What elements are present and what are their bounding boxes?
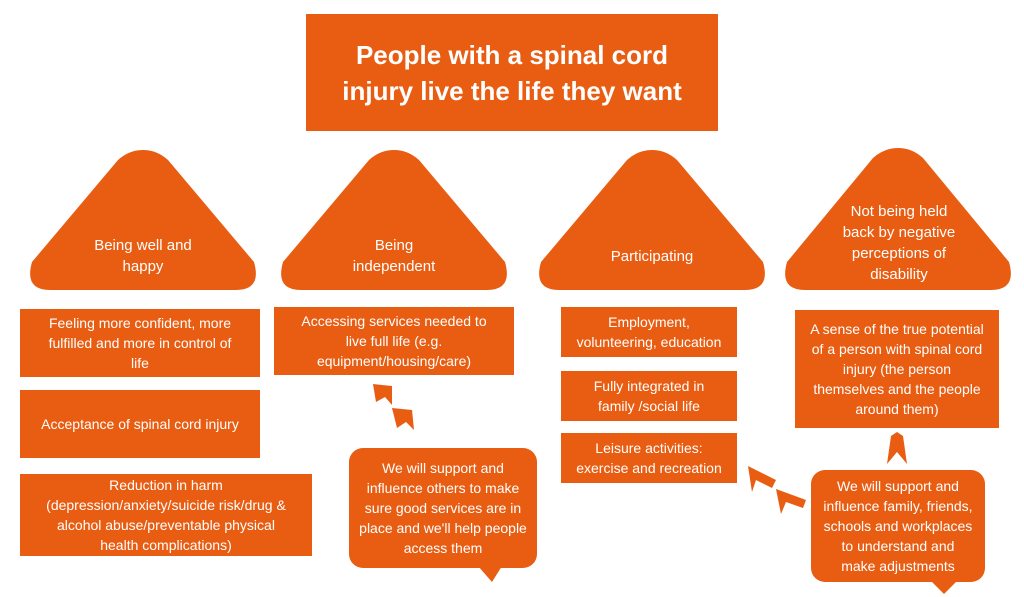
chevron-arrow-1 (373, 384, 392, 405)
outcome-box: Reduction in harm (depression/anxiety/su… (20, 474, 312, 556)
page-title: People with a spinal cord injury live th… (306, 14, 718, 131)
support-bubble-awareness: We will support and influence family, fr… (811, 470, 985, 582)
pillar-triangle-2 (281, 150, 507, 290)
bubble-tail-2 (930, 580, 958, 594)
outcome-box: Feeling more confident, more fulfilled a… (20, 309, 260, 377)
pillar-label-4: Not being held back by negative percepti… (842, 203, 956, 283)
bubble-tail-1 (478, 566, 502, 582)
pillar-label-2: Being independent (352, 237, 436, 275)
outcome-box: Fully integrated in family /social life (561, 371, 737, 421)
chevron-arrow-2 (392, 408, 414, 430)
pillar-label-1: Being well and happy (94, 237, 192, 275)
outcome-box: Accessing services needed to live full l… (274, 307, 514, 375)
chevron-up-arrow (887, 432, 907, 464)
chevron-arrow-3 (748, 466, 776, 492)
support-bubble-services: We will support and influence others to … (349, 448, 537, 568)
pillar-triangle-4 (785, 148, 1011, 290)
outcome-box: Acceptance of spinal cord injury (20, 390, 260, 458)
pillar-label-3: Participating (610, 247, 694, 265)
outcome-box: Leisure activities: exercise and recreat… (561, 433, 737, 483)
chevron-arrow-4 (776, 489, 806, 514)
outcome-box: A sense of the true potential of a perso… (795, 310, 999, 428)
pillar-triangle-1 (30, 150, 256, 290)
pillar-triangle-3 (539, 150, 765, 290)
outcome-box: Employment, volunteering, education (561, 307, 737, 357)
